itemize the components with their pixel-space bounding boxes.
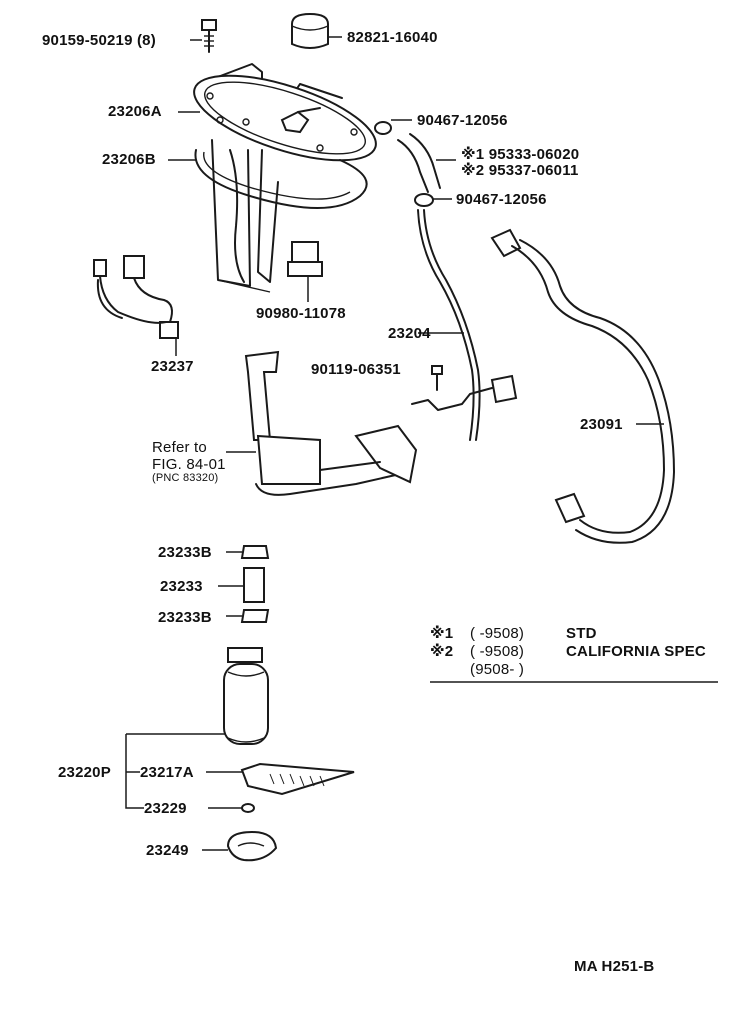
- legend-row1-desc: STD: [566, 625, 597, 642]
- label-pipe: 23204: [388, 325, 431, 342]
- gasket-part: [168, 149, 368, 209]
- washer-part: [208, 803, 255, 813]
- legend-row2-mark: ※2: [430, 643, 454, 660]
- label-cushion: 23233: [160, 578, 203, 595]
- diagram-code: MA H251-B: [574, 958, 655, 975]
- wire-harness-part: [93, 255, 179, 356]
- label-bolt-top: 90159-50219 (8): [42, 32, 156, 49]
- label-hose-2: ※2 95337-06011: [461, 162, 579, 179]
- connector-part: [287, 241, 323, 302]
- filter-part: [206, 762, 355, 796]
- cap-part: [291, 12, 342, 49]
- label-hose-1: ※1 95333-06020: [461, 146, 580, 163]
- label-hose-main: 23091: [580, 416, 623, 433]
- clamp-part: [414, 193, 452, 207]
- label-cushion-b-top: 23233B: [158, 544, 212, 561]
- label-plate-a: 23206A: [108, 103, 162, 120]
- fuel-pump-part: [223, 647, 269, 745]
- retainer-part: [202, 830, 278, 862]
- label-washer: 23229: [144, 800, 187, 817]
- cushion-top-part: [226, 545, 270, 559]
- label-connector: 90980-11078: [256, 305, 346, 322]
- label-harness: 23237: [151, 358, 194, 375]
- label-screw: 90119-06351: [311, 361, 401, 378]
- sender-plate-part: [178, 63, 377, 162]
- label-refer-line3: (PNC 83320): [152, 472, 219, 484]
- fuel-sender-gauge-part: [226, 350, 418, 496]
- label-cap-top: 82821-16040: [347, 29, 438, 46]
- label-pump-assy: 23220P: [58, 764, 111, 781]
- label-cushion-b-bottom: 23233B: [158, 609, 212, 626]
- pump-assembly-leader: [125, 733, 226, 809]
- bolt-part: [190, 19, 217, 53]
- legend-row2-range: ( -9508): [470, 643, 525, 660]
- label-retainer: 23249: [146, 842, 189, 859]
- pump-housing-part: [211, 139, 279, 293]
- hose-part: [397, 133, 456, 193]
- label-clamp-2: 90467-12056: [456, 191, 547, 208]
- pipe-part: [411, 209, 518, 441]
- label-refer-line1: Refer to: [152, 439, 207, 456]
- label-clamp-1: 90467-12056: [417, 112, 508, 129]
- cushion-bottom-part: [226, 609, 270, 623]
- legend-row1-range: ( -9508): [470, 625, 525, 642]
- legend-row1-mark: ※1: [430, 625, 454, 642]
- legend-row2-desc: CALIFORNIA SPEC: [566, 643, 706, 660]
- label-filter: 23217A: [140, 764, 194, 781]
- legend-row3-range: (9508- ): [470, 661, 525, 678]
- label-plate-b: 23206B: [102, 151, 156, 168]
- cushion-part: [218, 567, 265, 603]
- fuel-hose-part: [490, 228, 675, 544]
- clamp-part: [374, 119, 412, 135]
- screw-part: [431, 365, 443, 391]
- label-refer-line2: FIG. 84-01: [152, 456, 226, 473]
